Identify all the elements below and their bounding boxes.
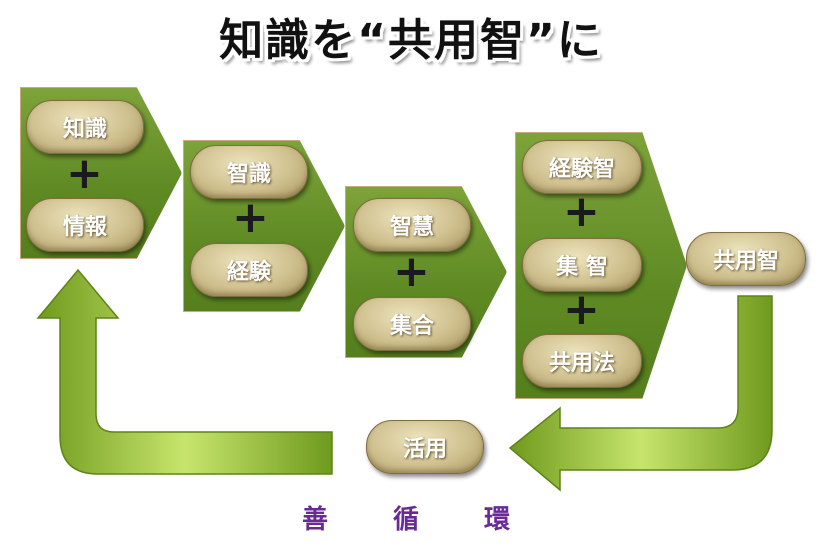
cycle-caption: 善 循 環 bbox=[301, 505, 539, 535]
stage-1-plus: + bbox=[66, 148, 103, 199]
stage-2-item-1: 智識 bbox=[190, 145, 308, 199]
stage-1-item-1: 知識 bbox=[26, 100, 144, 154]
stage-3-item-1: 智慧 bbox=[353, 198, 471, 252]
stage-3-item-2: 集合 bbox=[353, 297, 471, 351]
apply-pill: 活用 bbox=[366, 420, 484, 474]
stage-4-item-3: 共用法 bbox=[522, 334, 642, 388]
stage-4-plus-2: + bbox=[563, 284, 600, 335]
stage-4-item-1: 経験智 bbox=[522, 140, 642, 194]
stage-2-plus: + bbox=[232, 192, 269, 243]
stage-1-item-2: 情報 bbox=[26, 198, 144, 252]
stage-2-item-2: 経験 bbox=[190, 243, 308, 297]
diagram-title: 知識を“共用智”に bbox=[219, 15, 603, 66]
result-pill: 共用智 bbox=[686, 232, 806, 286]
stage-4-plus-1: + bbox=[563, 186, 600, 237]
return-arrow-right bbox=[508, 295, 773, 492]
return-arrow-left bbox=[36, 268, 333, 475]
stage-3-plus: + bbox=[393, 246, 430, 297]
stage-4-item-2: 集 智 bbox=[522, 238, 642, 292]
